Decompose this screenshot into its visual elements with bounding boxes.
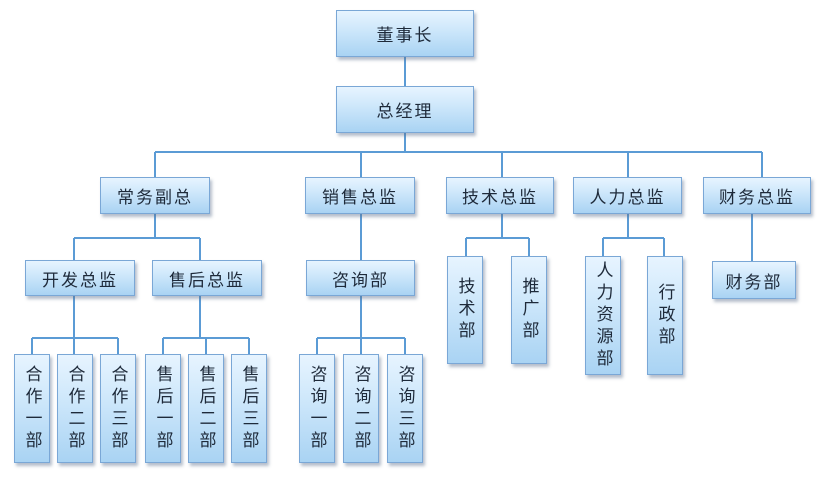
node-coop-1: 合作一部	[14, 354, 50, 463]
node-coop-2: 合作二部	[57, 354, 93, 463]
node-consult-dept: 咨询部	[306, 260, 415, 296]
node-after-3: 售后三部	[231, 354, 267, 463]
node-aftersales-director: 售后总监	[152, 260, 262, 296]
node-general-manager: 总经理	[336, 86, 474, 133]
node-finance-dept: 财务部	[712, 261, 796, 299]
node-tech-dept: 技术部	[447, 256, 483, 364]
node-promo-dept: 推广部	[511, 256, 547, 364]
node-hr-dept: 人力资源部	[585, 256, 621, 375]
node-tech-director: 技术总监	[446, 177, 554, 214]
node-executive-vp: 常务副总	[100, 177, 210, 214]
node-consult-1: 咨询一部	[299, 354, 335, 463]
node-after-2: 售后二部	[188, 354, 224, 463]
node-sales-director: 销售总监	[305, 177, 415, 214]
node-dev-director: 开发总监	[25, 260, 135, 296]
node-chairman: 董事长	[336, 10, 474, 57]
node-finance-director: 财务总监	[703, 177, 811, 214]
node-coop-3: 合作三部	[100, 354, 136, 463]
node-consult-2: 咨询二部	[343, 354, 379, 463]
node-consult-3: 咨询三部	[387, 354, 423, 463]
node-after-1: 售后一部	[145, 354, 181, 463]
node-admin-dept: 行政部	[647, 256, 683, 375]
node-hr-director: 人力总监	[573, 177, 682, 214]
